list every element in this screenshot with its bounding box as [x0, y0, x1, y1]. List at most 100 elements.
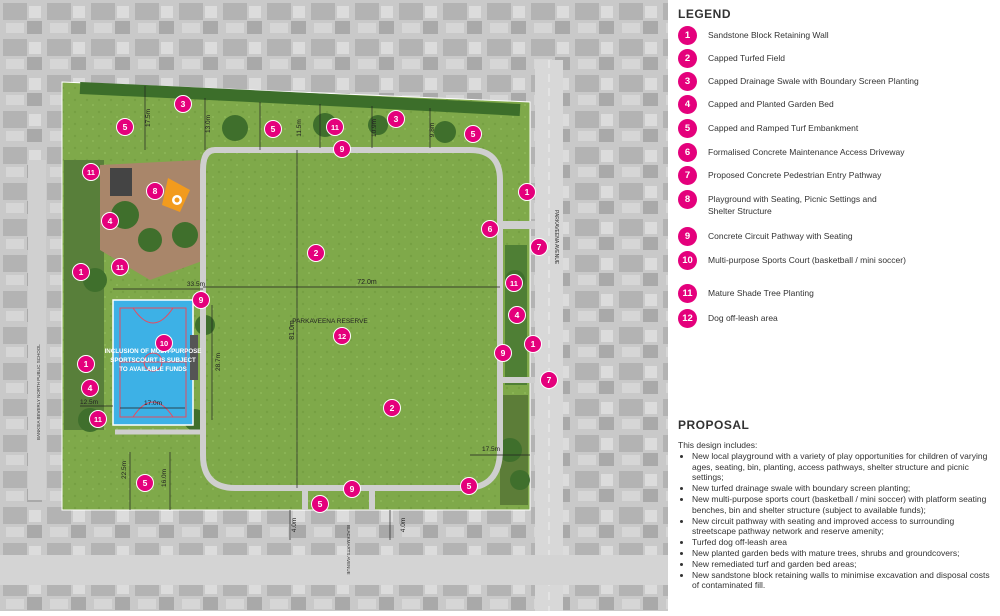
- proposal-bullet: New multi-purpose sports court (basketba…: [692, 494, 996, 516]
- legend-number-badge: 3: [678, 72, 697, 91]
- map-marker-label: 5: [123, 122, 128, 132]
- proposal-bullet: New remediated turf and garden bed areas…: [692, 559, 996, 570]
- map-marker-label: 7: [537, 242, 542, 252]
- proposal-title: PROPOSAL: [678, 418, 750, 432]
- proposal-bullet: Turfed dog off-leash area: [692, 537, 996, 548]
- legend-label-line: Capped Turfed Field: [708, 53, 786, 63]
- court-note-line-3: TO AVAILABLE FUNDS: [119, 366, 187, 373]
- legend-label: Capped and Ramped Turf Embankment: [708, 122, 858, 134]
- legend-label: Sandstone Block Retaining Wall: [708, 29, 829, 41]
- map-marker-label: 1: [531, 339, 536, 349]
- court-note-line-2: SPORTSCOURT IS SUBJECT: [110, 357, 196, 364]
- map-marker-label: 3: [394, 114, 399, 124]
- dim-top-1: 17.5m: [145, 109, 152, 127]
- proposal-bullet: New sandstone block retaining walls to m…: [692, 570, 996, 592]
- map-marker-9: 9: [333, 140, 351, 158]
- legend-label: Dog off-leash area: [708, 312, 778, 324]
- map-marker-5: 5: [460, 477, 478, 495]
- legend-label: Capped Drainage Swale with Boundary Scre…: [708, 75, 919, 87]
- street-bottom-label: BLACKMARTS AVENUE: [346, 525, 351, 575]
- map-marker-label: 9: [350, 484, 355, 494]
- map-marker-label: 1: [84, 359, 89, 369]
- map-marker-label: 5: [143, 478, 148, 488]
- map-marker-11: 11: [89, 410, 107, 428]
- map-marker-label: 11: [94, 415, 102, 424]
- map-marker-label: 11: [116, 263, 124, 272]
- map-marker-label: 10: [160, 339, 168, 348]
- dim-bottom-left-2: 16.0m: [161, 469, 168, 487]
- map-marker-label: 4: [88, 383, 93, 393]
- legend-label: Multi-purpose Sports Court (basketball /…: [708, 254, 906, 266]
- map-marker-label: 5: [271, 124, 276, 134]
- map-marker-label: 9: [199, 295, 204, 305]
- dim-bottom-right: 17.5m: [482, 446, 500, 453]
- legend-label: Mature Shade Tree Planting: [708, 287, 814, 299]
- legend-label: Playground with Seating, Picnic Settings…: [708, 193, 877, 217]
- map-marker-4: 4: [101, 212, 119, 230]
- map-marker-5: 5: [136, 474, 154, 492]
- map-marker-label: 2: [390, 403, 395, 413]
- legend-label: Capped Turfed Field: [708, 52, 785, 64]
- legend-number-badge: 12: [678, 309, 697, 328]
- legend-label-line: Dog off-leash area: [708, 313, 778, 323]
- court-note-line-1: INCLUSION OF MULTI-PURPOSE: [105, 348, 202, 355]
- dim-court-side: 12.5m: [80, 399, 98, 406]
- map-marker-10: 10: [155, 334, 173, 352]
- legend-title: LEGEND: [678, 7, 732, 21]
- map-marker-label: 1: [79, 267, 84, 277]
- map-marker-label: 7: [547, 375, 552, 385]
- proposal-bullet: New circuit pathway with seating and imp…: [692, 516, 996, 538]
- legend-label-line: Proposed Concrete Pedestrian Entry Pathw…: [708, 170, 882, 180]
- dim-height-main: 81.0m: [289, 320, 296, 340]
- map-marker-11: 11: [82, 163, 100, 181]
- dim-top-3: 11.5m: [296, 119, 303, 137]
- map-marker-1: 1: [72, 263, 90, 281]
- street-left-label: BANKSIA BEVERLY NORTH PUBLIC SCHOOL: [36, 344, 41, 440]
- map-marker-5: 5: [464, 125, 482, 143]
- dim-bottom-2: 4.0m: [400, 518, 407, 532]
- map-marker-11: 11: [326, 118, 344, 136]
- map-marker-label: 11: [87, 168, 95, 177]
- dimension-lines: [80, 86, 530, 540]
- legend-label-line: Capped Drainage Swale with Boundary Scre…: [708, 76, 919, 86]
- map-marker-1: 1: [518, 183, 536, 201]
- legend-number-badge: 1: [678, 26, 697, 45]
- legend-number-badge: 9: [678, 227, 697, 246]
- dim-width-main: 72.0m: [357, 279, 377, 286]
- legend-label: Capped and Planted Garden Bed: [708, 98, 834, 110]
- legend-number-badge: 4: [678, 95, 697, 114]
- legend-number-badge: 7: [678, 166, 697, 185]
- street-bottom: [0, 555, 668, 585]
- dim-court-left: 33.5m: [187, 281, 205, 288]
- legend-label-line: Capped and Planted Garden Bed: [708, 99, 834, 109]
- proposal-bullet: New planted garden beds with mature tree…: [692, 548, 996, 559]
- proposal-list: New local playground with a variety of p…: [678, 451, 996, 591]
- map-marker-9: 9: [494, 344, 512, 362]
- dim-top-5: 9.8m: [429, 123, 436, 137]
- map-labels: PARKAVEENA RESERVE INCLUSION OF MULTI-PU…: [36, 109, 559, 575]
- proposal-bullet: New turfed drainage swale with boundary …: [692, 483, 996, 494]
- street-left: [28, 160, 46, 500]
- legend-label-line: Capped and Ramped Turf Embankment: [708, 123, 859, 133]
- legend-label-line: Sandstone Block Retaining Wall: [708, 30, 829, 40]
- legend-label: Formalised Concrete Maintenance Access D…: [708, 146, 905, 158]
- map-marker-5: 5: [311, 495, 329, 513]
- map-marker-label: 4: [515, 310, 520, 320]
- street-right-label: PARKAVEENA AVENUE: [553, 210, 559, 265]
- legend-label-line: Shelter Structure: [708, 206, 772, 216]
- reserve-boundary: [61, 81, 531, 511]
- map-marker-5: 5: [264, 120, 282, 138]
- map-marker-label: 5: [471, 129, 476, 139]
- site-plan-svg: PARKAVEENA RESERVE INCLUSION OF MULTI-PU…: [0, 0, 668, 611]
- reserve-name-label: PARKAVEENA RESERVE: [292, 318, 368, 325]
- site-plan-map: PARKAVEENA RESERVE INCLUSION OF MULTI-PU…: [0, 0, 668, 611]
- map-marker-label: 3: [181, 99, 186, 109]
- map-marker-11: 11: [111, 258, 129, 276]
- proposal-text: This design includes: New local playgrou…: [678, 440, 996, 591]
- legend-number-badge: 10: [678, 251, 697, 270]
- map-marker-label: 5: [467, 481, 472, 491]
- map-marker-label: 12: [338, 332, 346, 341]
- map-marker-1: 1: [77, 355, 95, 373]
- legend-label-line: Concrete Circuit Pathway with Seating: [708, 231, 853, 241]
